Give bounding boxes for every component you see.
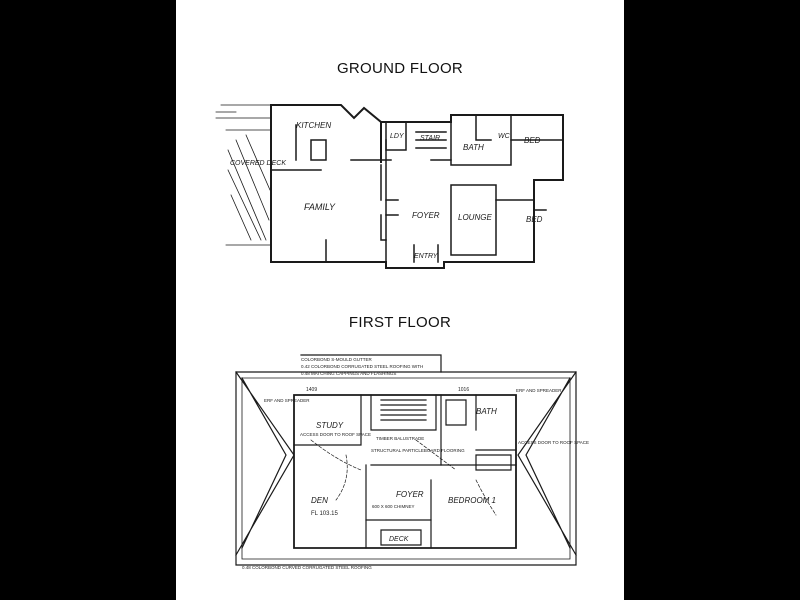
gf-covered-deck-label: COVERED DECK <box>230 160 286 167</box>
note-timber-balustrade: TIMBER BALUSTRADE <box>376 436 424 441</box>
ff-den-label: DEN <box>311 496 328 505</box>
gf-kitchen-label: KITCHEN <box>296 121 331 130</box>
gf-family-label: FAMILY <box>304 202 336 212</box>
first-floor-plan: STUDY BATH DEN FL 103.15 FOYER BEDROOM 1… <box>235 354 589 570</box>
note-erf-left: ERF AND SPREADER <box>264 398 310 403</box>
first-floor-walls <box>293 394 517 549</box>
note-erf-right: ERF AND SPREADER <box>516 388 562 393</box>
dim-right: 1016 <box>458 387 469 393</box>
ff-foyer-label: FOYER <box>396 490 424 499</box>
ff-den-level: FL 103.15 <box>311 511 338 517</box>
plan-sheet: GROUND FLOOR FIRST FLOOR <box>176 0 624 600</box>
dim-left: 1409 <box>306 387 317 393</box>
ground-floor-plan: KITCHEN LDY STAIR BATH WC BED COVERED DE… <box>215 104 564 269</box>
covered-deck-hatch <box>215 104 272 246</box>
gf-wc-label: WC <box>498 133 511 140</box>
gf-ldy-label: LDY <box>390 133 405 140</box>
electrical-runs <box>310 439 497 516</box>
ground-floor-interior-walls <box>270 114 564 263</box>
first-floor-title: FIRST FLOOR <box>348 314 452 331</box>
note-structural-floor: STRUCTURAL PARTICLEBOARD FLOORING <box>371 448 465 453</box>
note-bottom-roofing: 0.48 COLORBOND CURVED CORRUGATED STEEL R… <box>242 565 372 570</box>
gf-lounge-label: LOUNGE <box>458 213 492 222</box>
roof-outline <box>235 354 577 566</box>
ff-deck-label: DECK <box>389 536 409 543</box>
ground-floor-title: GROUND FLOOR <box>336 60 464 77</box>
ff-study-label: STUDY <box>316 421 344 430</box>
gf-bed-1-label: BED <box>524 136 541 145</box>
gf-stair-label: STAIR <box>420 135 440 142</box>
first-floor-interior-walls <box>293 394 517 549</box>
note-cappings: 0.48 MATCHING CAPPINGS AND FLASHINGS <box>301 371 396 376</box>
gf-bath-label: BATH <box>463 143 484 152</box>
note-access-right: ACCESS DOOR TO ROOF SPACE <box>518 440 589 445</box>
note-chimney: 600 X 600 CHIMNEY <box>372 504 415 509</box>
note-roofing: 0.42 COLORBOND CORRUGATED STEEL ROOFING … <box>301 364 423 369</box>
gf-bed-2-label: BED <box>526 215 543 224</box>
gf-entry-label: ENTRY <box>414 253 439 260</box>
gf-foyer-label: FOYER <box>412 211 440 220</box>
ff-bedroom-label: BEDROOM 1 <box>448 496 496 505</box>
note-gutter: COLORBOND S-MOULD GUTTER <box>301 357 373 362</box>
ff-bath-label: BATH <box>476 407 497 416</box>
note-access-left: ACCESS DOOR TO ROOF SPACE <box>300 432 371 437</box>
